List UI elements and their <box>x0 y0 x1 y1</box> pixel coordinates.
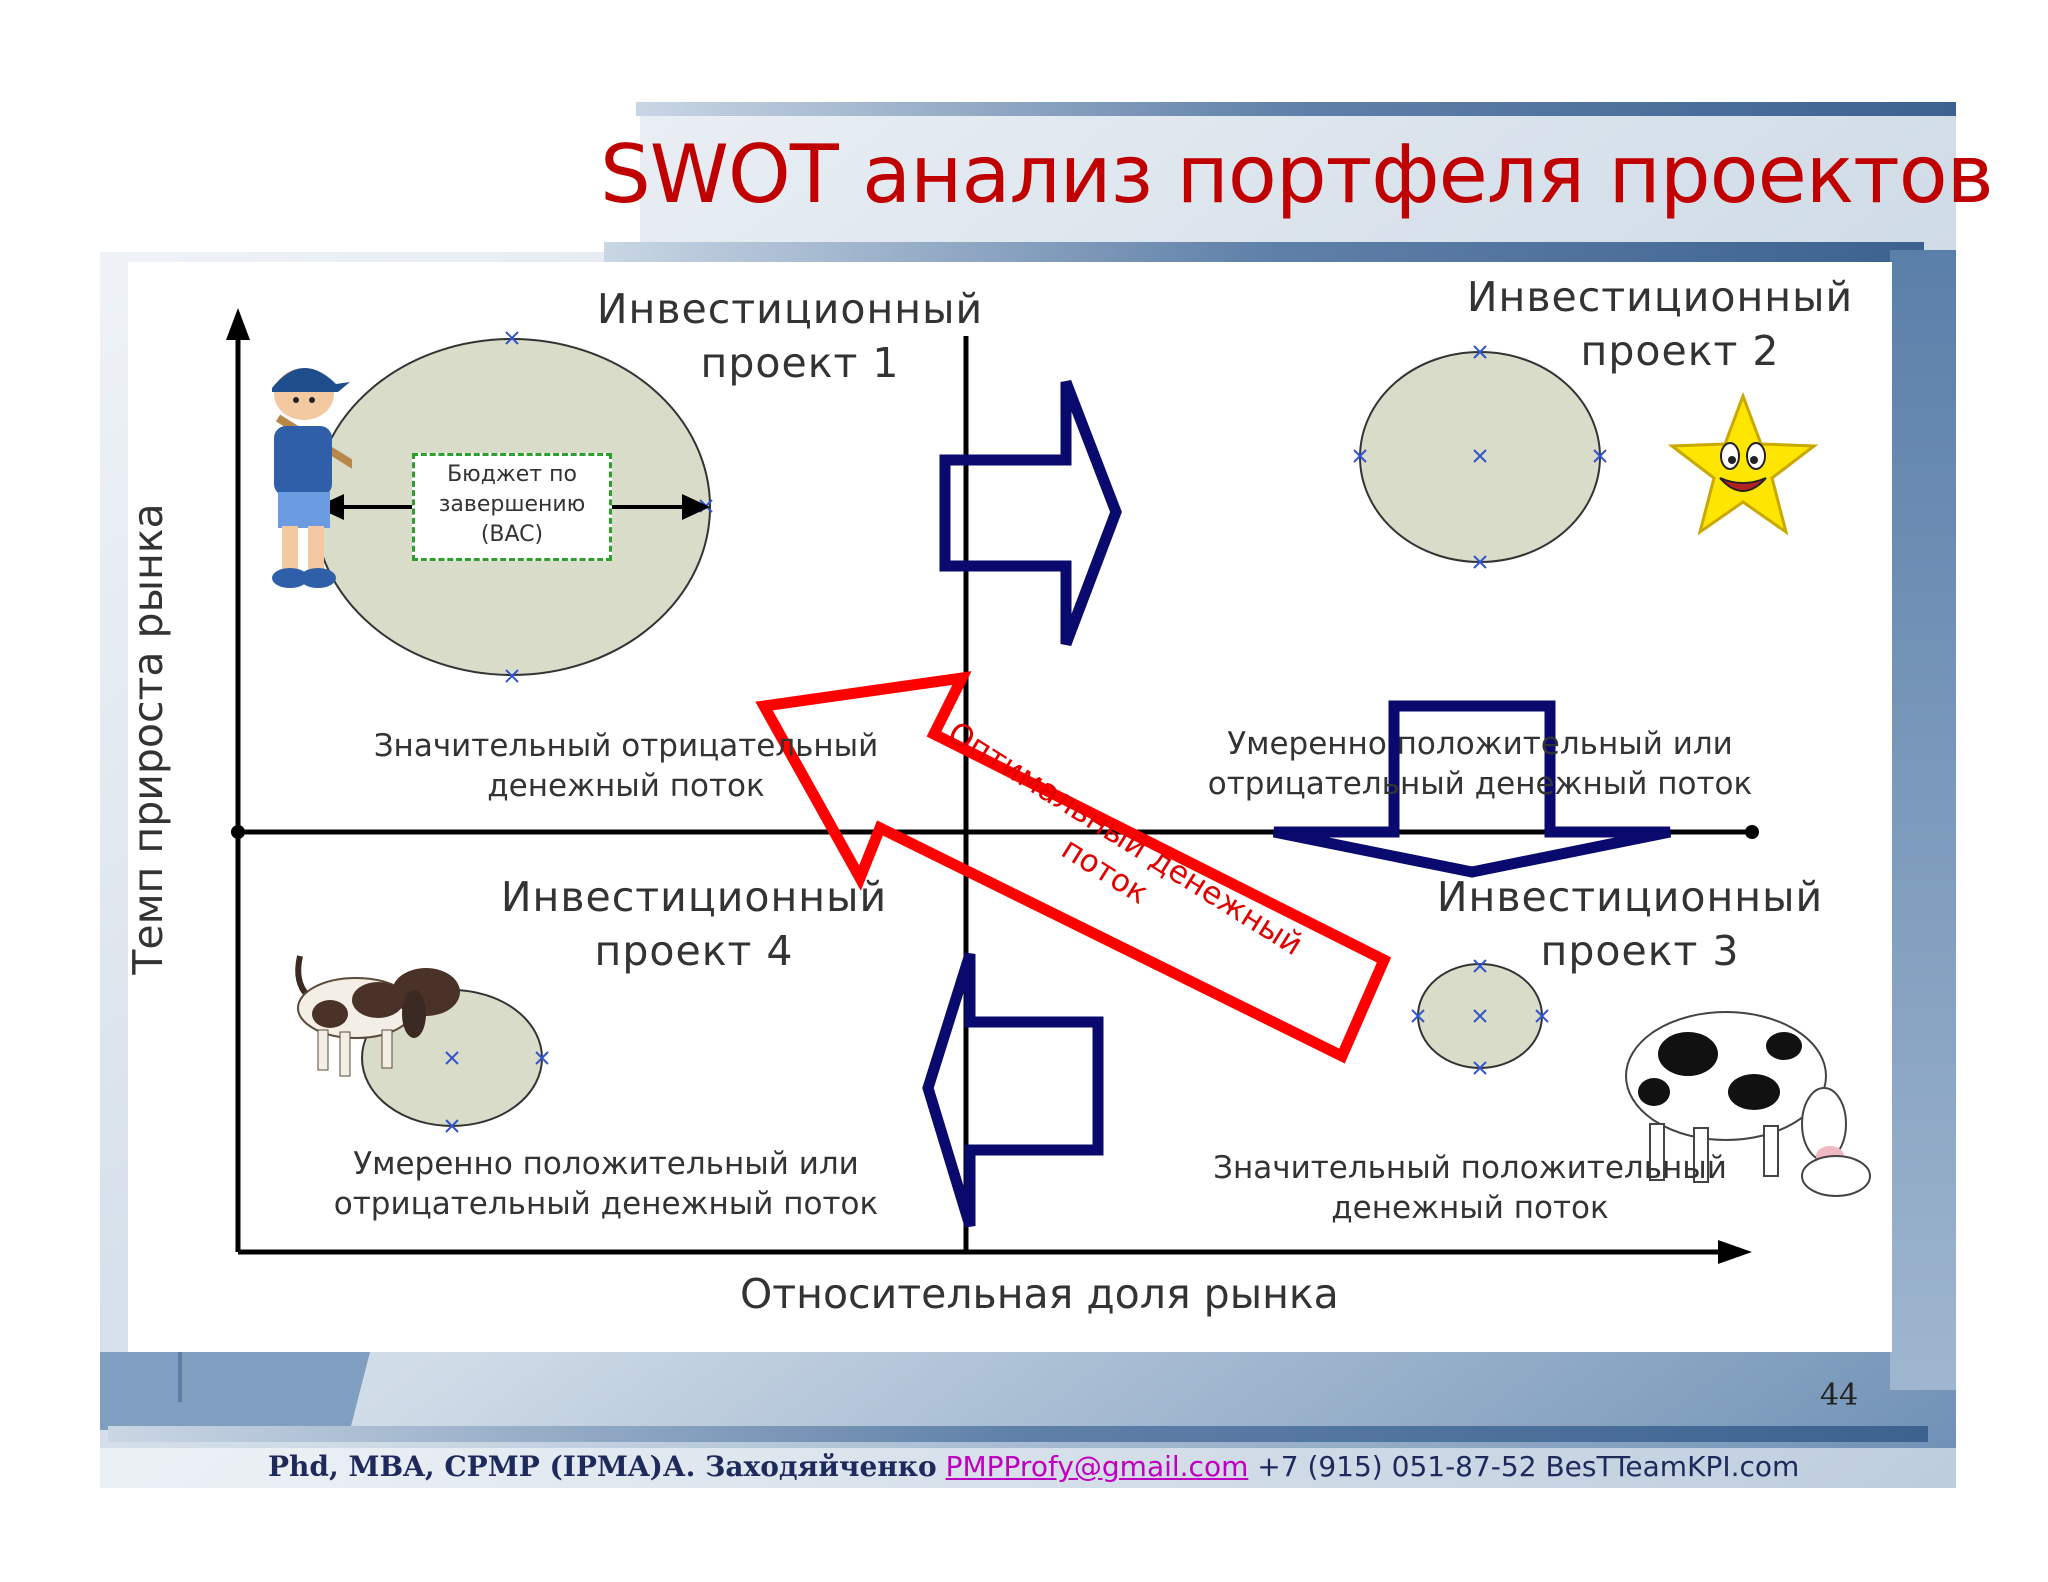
quadrant-2-title-line2: проект 2 <box>1580 327 1780 375</box>
bac-line3: (BAC) <box>480 522 544 547</box>
divider-end-dot <box>1745 825 1759 839</box>
quadrant-2-title: Инвестиционный проект 2 <box>1410 270 1910 378</box>
quadrant-2-cashflow: Умеренно положительный или отрицательный… <box>1160 724 1800 804</box>
quadrant-1-cashflow-line2: денежный поток <box>487 768 765 804</box>
footer-email-link[interactable]: PMPProfy@gmail.com <box>945 1450 1249 1483</box>
quadrant-4-cashflow-line2: отрицательный денежный поток <box>333 1186 879 1222</box>
footer-author: Phd, MBA, CPMP (IPMA)А. Заходяйченко <box>268 1450 937 1483</box>
quadrant-3-cashflow: Значительный положительный денежный пото… <box>1160 1148 1780 1228</box>
arrow-down-navy <box>1272 700 1672 878</box>
quadrant-3-title-line1: Инвестиционный <box>1436 873 1824 921</box>
selection-handles <box>445 331 1607 1133</box>
quadrant-3-title: Инвестиционный проект 3 <box>1380 870 1880 978</box>
quadrant-2-cashflow-line1: Умеренно положительный или <box>1227 726 1733 762</box>
footer: Phd, MBA, CPMP (IPMA)А. Заходяйченко PMP… <box>268 1450 1799 1483</box>
x-axis-arrowhead <box>1718 1240 1752 1264</box>
y-axis-label: Темп прироста рынка <box>124 503 172 975</box>
baseball-boy-icon <box>272 367 352 588</box>
arrow-right-navy <box>939 380 1122 646</box>
quadrant-3-cashflow-line2: денежный поток <box>1331 1190 1609 1226</box>
x-axis-label: Относительная доля рынка <box>740 1270 1339 1318</box>
y-axis-arrowhead <box>226 308 250 340</box>
quadrant-3-cashflow-line1: Значительный положительный <box>1213 1150 1727 1186</box>
bac-line2: завершению <box>438 492 586 517</box>
quadrant-4-cashflow: Умеренно положительный или отрицательный… <box>286 1144 926 1224</box>
footer-contacts: +7 (915) 051-87-52 BesTTeamKPI.com <box>1257 1450 1800 1483</box>
quadrant-3-title-line2: проект 3 <box>1540 927 1740 975</box>
quadrant-1-title-line1: Инвестиционный <box>596 285 984 333</box>
quadrant-1-title-line2: проект 1 <box>700 339 900 387</box>
quadrant-4-title-line2: проект 4 <box>594 927 794 975</box>
quadrant-4-title-line1: Инвестиционный <box>500 873 888 921</box>
quadrant-1-title: Инвестиционный проект 1 <box>540 282 1040 390</box>
page-number: 44 <box>1820 1378 1859 1413</box>
quadrant-1-cashflow: Значительный отрицательный денежный пото… <box>326 726 926 806</box>
bac-arrow-right-head <box>682 494 710 520</box>
cow-icon <box>1625 1011 1871 1197</box>
quadrant-4-cashflow-line1: Умеренно положительный или <box>353 1146 859 1182</box>
quadrant-4-title: Инвестиционный проект 4 <box>444 870 944 978</box>
smiling-star-icon <box>1668 392 1818 536</box>
quadrant-2-cashflow-line2: отрицательный денежный поток <box>1207 766 1753 802</box>
slide-title: SWOT анализ портфеля проектов <box>600 128 1994 221</box>
quadrant-1-cashflow-line1: Значительный отрицательный <box>373 728 879 764</box>
arrow-left-navy <box>922 952 1104 1228</box>
origin-dot <box>231 825 245 839</box>
budget-at-completion-box: Бюджет по завершению (BAC) <box>412 453 612 561</box>
arrow-optimal-flow-red <box>755 671 1392 1064</box>
quadrant-2-title-line1: Инвестиционный <box>1466 273 1854 321</box>
bac-line1: Бюджет по <box>447 462 577 487</box>
dog-icon <box>295 955 460 1077</box>
